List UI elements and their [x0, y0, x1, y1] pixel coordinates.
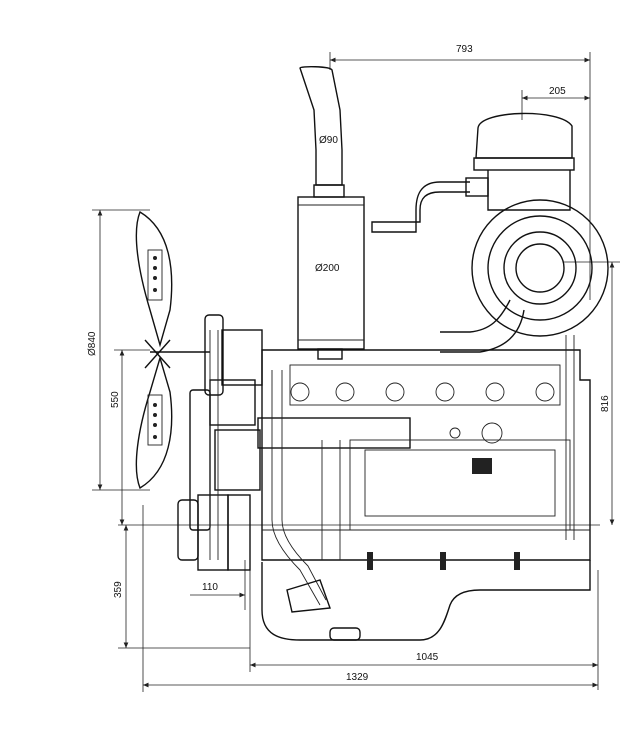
exhaust-stack — [297, 65, 365, 360]
dim-label-205: 205 — [549, 86, 566, 97]
dim-label-fan-diameter: Ø840 — [87, 331, 98, 356]
air-filter — [371, 112, 575, 233]
dim-label-pipe-diameter: Ø90 — [319, 135, 338, 146]
turbocharger — [440, 199, 609, 353]
dim-label-1329: 1329 — [346, 672, 369, 683]
dim-label-muffler-diameter: Ø200 — [315, 263, 340, 274]
dimension-labels: 793 205 Ø90 Ø200 Ø840 550 816 359 110 10… — [87, 44, 611, 683]
engine-block — [257, 349, 591, 570]
oil-pan — [261, 560, 591, 641]
dim-label-793: 793 — [456, 44, 473, 55]
dim-label-359: 359 — [113, 581, 124, 598]
dimension-lines — [92, 52, 620, 692]
cooling-fan — [135, 210, 210, 490]
dim-label-550: 550 — [110, 391, 121, 408]
front-pulleys — [177, 314, 263, 571]
dim-label-816: 816 — [600, 395, 611, 412]
dim-label-1045: 1045 — [416, 652, 439, 663]
dim-label-110: 110 — [202, 582, 218, 593]
coolant-pipes — [271, 335, 575, 606]
